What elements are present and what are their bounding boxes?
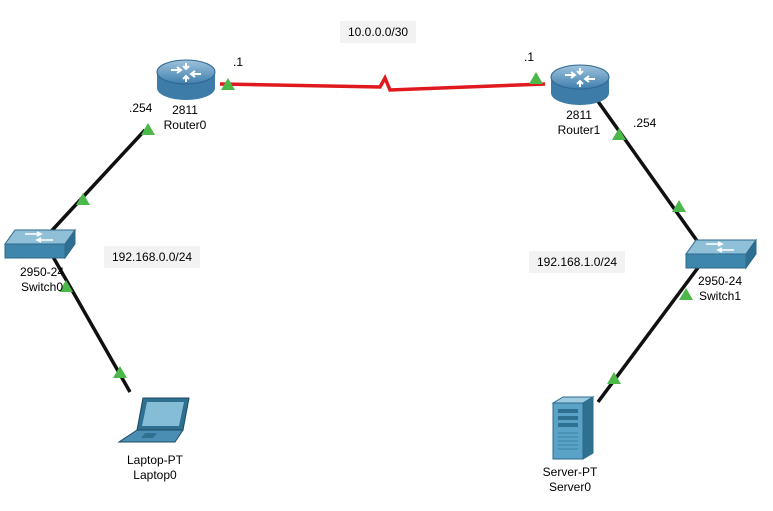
- switch0-model: 2950-24: [19, 265, 65, 279]
- server-icon: [551, 396, 595, 460]
- router0-serial-ip-label: .1: [233, 55, 244, 69]
- switch-icon: [4, 228, 76, 260]
- link-indicators: [59, 72, 693, 384]
- router1-name: Router1: [557, 123, 601, 137]
- laptop-icon: [117, 397, 190, 443]
- switch0-name: Switch0: [20, 280, 64, 294]
- lan0-network-label: 192.168.0.0/24: [104, 246, 201, 268]
- serial-link-router0-router1[interactable]: [219, 73, 546, 92]
- router1-model: 2811: [566, 108, 592, 122]
- ethernet-link-router0-switch0[interactable]: [43, 128, 147, 240]
- lan1-network-label: 192.168.1.0/24: [529, 251, 626, 273]
- ethernet-link-switch0-laptop0[interactable]: [50, 254, 132, 393]
- router0-name: Router0: [163, 118, 207, 132]
- laptop0-model: Laptop-PT: [126, 453, 184, 467]
- switch1-model: 2950-24: [697, 274, 743, 288]
- link-up-indicator: [141, 123, 155, 135]
- switch1-name: Switch1: [698, 289, 742, 303]
- switch0-label: 2950-24 Switch0: [2, 265, 82, 295]
- server0-label: Server-PT Server0: [525, 465, 615, 495]
- router0[interactable]: [155, 58, 217, 104]
- link-up-indicator: [672, 200, 686, 212]
- link-up-indicator: [529, 72, 543, 84]
- router0-label: 2811 Router0: [157, 103, 213, 133]
- link-up-indicator: [679, 288, 693, 300]
- switch-icon: [685, 238, 757, 270]
- laptop0-name: Laptop0: [133, 468, 177, 482]
- link-up-indicator: [76, 193, 90, 205]
- wan-network-label: 10.0.0.0/30: [340, 21, 417, 43]
- laptop0[interactable]: [117, 396, 193, 446]
- ethernet-link-router1-switch1[interactable]: [595, 98, 702, 247]
- link-up-indicator: [607, 372, 621, 384]
- router0-lan-ip-label: .254: [129, 101, 153, 115]
- router-icon: [156, 59, 216, 100]
- router1[interactable]: [549, 63, 611, 109]
- laptop0-label: Laptop-PT Laptop0: [110, 453, 200, 483]
- link-up-indicator: [221, 78, 235, 90]
- link-up-indicator: [612, 128, 626, 140]
- switch1[interactable]: [684, 238, 758, 272]
- switch1-label: 2950-24 Switch1: [680, 274, 760, 304]
- router1-serial-ip-label: .1: [524, 50, 535, 64]
- server0-name: Server0: [548, 480, 592, 494]
- router0-model: 2811: [172, 103, 198, 117]
- link-up-indicator: [113, 366, 127, 378]
- router1-lan-ip-label: .254: [633, 116, 657, 130]
- link-up-indicator: [59, 280, 73, 292]
- router1-label: 2811 Router1: [551, 108, 607, 138]
- server0[interactable]: [549, 395, 597, 461]
- switch0[interactable]: [3, 228, 77, 262]
- server0-model: Server-PT: [542, 465, 598, 479]
- router-icon: [550, 64, 610, 105]
